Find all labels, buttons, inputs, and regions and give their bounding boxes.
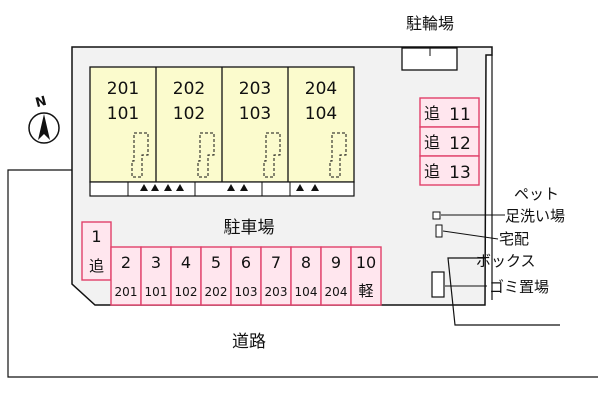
parking-space-number: 8 <box>301 253 311 272</box>
entrance-outline <box>131 132 149 178</box>
road-label: 道路 <box>232 332 266 352</box>
parking-space-number: 6 <box>241 253 251 272</box>
stair-marker-icon <box>240 184 248 191</box>
unit-lower-number: 104 <box>305 104 337 124</box>
parking-space <box>200 246 232 306</box>
side-parking-space <box>419 126 480 157</box>
side-space-number: 11 <box>449 105 471 125</box>
parking-space-number: 10 <box>356 253 376 272</box>
garbage-label: ゴミ置場 <box>489 278 549 296</box>
parking-space-sub: 204 <box>325 285 348 299</box>
pet-label-line2: 足洗い場 <box>505 207 565 225</box>
compass-north-label: N <box>34 94 48 111</box>
parking-space-number: 9 <box>331 253 341 272</box>
parking-space <box>230 246 262 306</box>
side-parking-spaces: 追 11 追 12 追 13 <box>419 97 480 186</box>
stair-marker-icon <box>176 184 184 191</box>
parking-space-sub: 101 <box>145 285 168 299</box>
parking-space-sub: 201 <box>115 285 138 299</box>
parking-space-sub: 104 <box>295 285 318 299</box>
stair-marker-icon <box>227 184 235 191</box>
road-boundary-line <box>7 169 598 378</box>
parking-space-sub: 202 <box>205 285 228 299</box>
side-space-number: 13 <box>449 163 471 183</box>
unit-upper-number: 202 <box>173 79 205 99</box>
side-space-prefix: 追 <box>424 104 440 123</box>
parking-space-number: 3 <box>151 253 161 272</box>
side-parking-space <box>419 155 480 186</box>
delivery-box-rect <box>435 224 443 238</box>
garbage-box-rect <box>431 271 445 298</box>
parking-space-sub: 軽 <box>358 282 373 300</box>
parking-space <box>260 246 292 306</box>
delivery-label-line2: ボックス <box>476 252 536 270</box>
side-space-number: 12 <box>449 134 471 154</box>
side-space-prefix: 追 <box>424 133 440 152</box>
parking-space-extra <box>81 221 112 281</box>
parking-space-number: 4 <box>181 253 191 272</box>
parking-space-number: 1 <box>91 227 101 246</box>
stair-marker-icon <box>311 184 319 191</box>
parking-space-number: 5 <box>211 253 221 272</box>
apartment-building: 201 101 202 102 203 103 204 104 <box>89 66 355 197</box>
parking-space <box>350 246 382 306</box>
stair-marker-icon <box>296 184 304 191</box>
unit-lower-number: 102 <box>173 104 205 124</box>
unit-upper-number: 203 <box>239 79 271 99</box>
stair-marker-icon <box>140 184 148 191</box>
stair-marker-icon <box>151 184 159 191</box>
compass-needle-icon <box>38 114 50 140</box>
parking-space-sub: 102 <box>175 285 198 299</box>
unit-upper-number: 201 <box>107 79 139 99</box>
parking-space-sub: 追 <box>89 257 104 275</box>
parking-space-sub: 203 <box>265 285 288 299</box>
parking-space-number: 7 <box>271 253 281 272</box>
parking-space <box>320 246 352 306</box>
bicycle-parking-label: 駐輪場 <box>406 14 454 33</box>
pet-label-line1: ペット <box>514 185 559 203</box>
stair-marker-icon <box>164 184 172 191</box>
entrance-outline <box>329 132 347 178</box>
parking-lot-label: 駐車場 <box>224 218 275 238</box>
entrance-outline <box>263 132 281 178</box>
parking-space-sub: 103 <box>235 285 258 299</box>
delivery-leader-line <box>442 230 499 240</box>
unit-upper-number: 204 <box>305 79 337 99</box>
pet-foot-wash-box <box>432 211 441 220</box>
side-space-prefix: 追 <box>424 162 440 181</box>
delivery-label-line1: 宅配 <box>499 230 529 248</box>
parking-space-number: 2 <box>121 253 131 272</box>
entrance-outline <box>197 132 215 178</box>
unit-lower-number: 103 <box>239 104 271 124</box>
porch-strip <box>89 181 355 197</box>
unit-lower-number: 101 <box>107 104 139 124</box>
north-compass: N <box>28 94 60 144</box>
right-lower-boundary <box>447 257 560 326</box>
